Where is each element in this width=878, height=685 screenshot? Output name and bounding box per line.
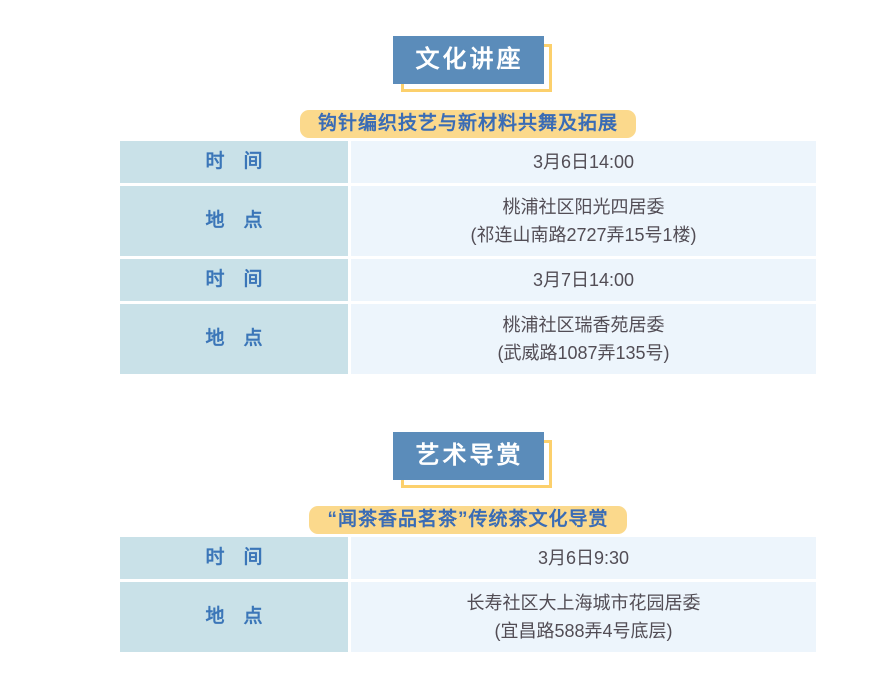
content-column: 文化讲座 钩针编织技艺与新材料共舞及拓展 时 间 3月6日14:00 地 点 桃… xyxy=(120,36,816,652)
row-label: 地 点 xyxy=(120,186,348,256)
value-line: (武威路1087弄135号) xyxy=(497,343,670,363)
row-value: 3月6日14:00 xyxy=(351,141,816,183)
value-line: (宜昌路588弄4号底层) xyxy=(494,621,673,641)
value-line: 3月6日9:30 xyxy=(537,548,630,568)
row-label: 时 间 xyxy=(120,537,348,579)
value-line: 3月7日14:00 xyxy=(532,270,635,290)
value-line: (祁连山南路2727弄15号1楼) xyxy=(470,225,697,245)
value-line: 桃浦社区瑞香苑居委 xyxy=(502,315,665,335)
table-row: 时 间 3月6日9:30 xyxy=(120,537,816,579)
row-label: 地 点 xyxy=(120,582,348,652)
row-value: 桃浦社区瑞香苑居委 (武威路1087弄135号) xyxy=(351,304,816,374)
section-title: 文化讲座 xyxy=(392,36,544,84)
table-row: 时 间 3月7日14:00 xyxy=(120,259,816,301)
table-row: 地 点 长寿社区大上海城市花园居委 (宜昌路588弄4号底层) xyxy=(120,582,816,652)
event-subtitle: “闻茶香品茗茶”传统茶文化导赏 xyxy=(309,506,627,534)
value-line: 3月6日14:00 xyxy=(532,152,635,172)
subtitle-row: “闻茶香品茗茶”传统茶文化导赏 xyxy=(120,506,816,534)
row-label: 地 点 xyxy=(120,304,348,374)
row-value: 3月6日9:30 xyxy=(351,537,816,579)
table-row: 地 点 桃浦社区瑞香苑居委 (武威路1087弄135号) xyxy=(120,304,816,374)
value-line: 桃浦社区阳光四居委 xyxy=(502,197,665,217)
row-value: 3月7日14:00 xyxy=(351,259,816,301)
event-section: 文化讲座 钩针编织技艺与新材料共舞及拓展 时 间 3月6日14:00 地 点 桃… xyxy=(120,36,816,374)
info-table: 时 间 3月6日9:30 地 点 长寿社区大上海城市花园居委 (宜昌路588弄4号… xyxy=(120,537,816,652)
value-line: 长寿社区大上海城市花园居委 xyxy=(466,593,701,613)
row-label: 时 间 xyxy=(120,259,348,301)
table-row: 时 间 3月6日14:00 xyxy=(120,141,816,183)
section-title-badge: 文化讲座 xyxy=(392,36,552,92)
section-title-badge: 艺术导赏 xyxy=(392,432,552,488)
subtitle-row: 钩针编织技艺与新材料共舞及拓展 xyxy=(120,110,816,138)
row-label: 时 间 xyxy=(120,141,348,183)
table-row: 地 点 桃浦社区阳光四居委 (祁连山南路2727弄15号1楼) xyxy=(120,186,816,256)
row-value: 长寿社区大上海城市花园居委 (宜昌路588弄4号底层) xyxy=(351,582,816,652)
event-subtitle: 钩针编织技艺与新材料共舞及拓展 xyxy=(299,110,636,138)
row-value: 桃浦社区阳光四居委 (祁连山南路2727弄15号1楼) xyxy=(351,186,816,256)
section-title: 艺术导赏 xyxy=(392,432,544,480)
event-section: 艺术导赏 “闻茶香品茗茶”传统茶文化导赏 时 间 3月6日9:30 地 点 长寿… xyxy=(120,432,816,652)
info-table: 时 间 3月6日14:00 地 点 桃浦社区阳光四居委 (祁连山南路2727弄15… xyxy=(120,141,816,374)
